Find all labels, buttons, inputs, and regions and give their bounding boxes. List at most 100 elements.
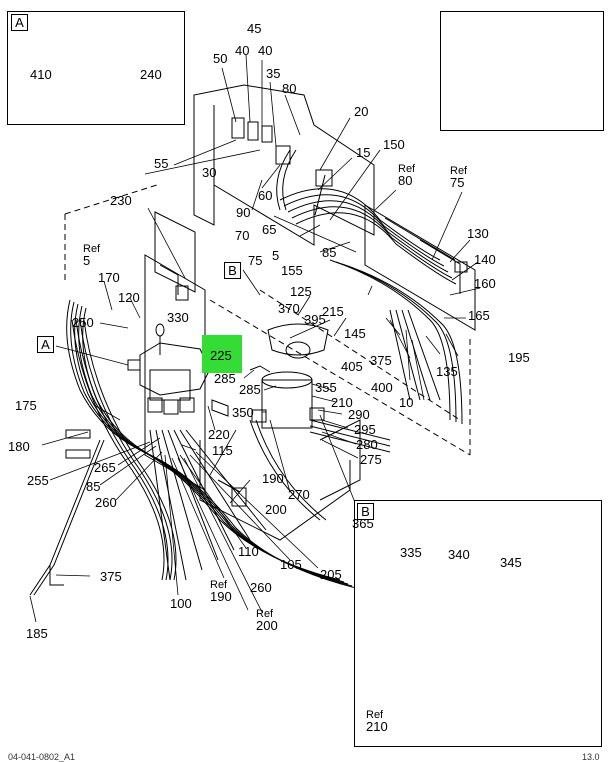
ref-80-num: 80 <box>398 173 413 188</box>
label-240: 240 <box>140 67 162 82</box>
label-295: 295 <box>354 422 376 437</box>
dashed-guides <box>64 183 471 456</box>
label-30: 30 <box>202 165 217 180</box>
relay-valve <box>249 323 329 429</box>
label-70: 70 <box>235 228 250 243</box>
label-345: 345 <box>500 555 522 570</box>
label-40b: 40 <box>258 43 273 58</box>
callout-b: B <box>224 262 241 279</box>
label-365: 365 <box>352 516 374 531</box>
label-145: 145 <box>344 326 366 341</box>
upper-bracket <box>193 84 375 246</box>
label-265: 265 <box>94 460 116 475</box>
label-410: 410 <box>30 67 52 82</box>
label-105: 105 <box>280 557 302 572</box>
ref-190-ref: Ref <box>210 579 228 591</box>
page-number: 13.0 <box>582 752 600 762</box>
label-375a: 375 <box>370 353 392 368</box>
ref-75-label: Ref 75 <box>450 165 467 189</box>
label-400: 400 <box>371 380 393 395</box>
detail-a-inset <box>7 11 185 125</box>
ref-80-ref: Ref <box>398 163 416 175</box>
label-225: 225 <box>210 348 232 363</box>
label-340: 340 <box>448 547 470 562</box>
truck-locator-inset <box>440 11 604 131</box>
label-190: 190 <box>262 471 284 486</box>
label-370: 370 <box>278 301 300 316</box>
label-55: 55 <box>154 156 169 171</box>
label-80: 80 <box>282 81 297 96</box>
label-395: 395 <box>304 312 326 327</box>
label-140: 140 <box>474 252 496 267</box>
label-170: 170 <box>98 270 120 285</box>
inset-b-letter: B <box>357 503 374 520</box>
label-135: 135 <box>436 364 458 379</box>
ref-210-ref: Ref <box>366 709 384 721</box>
ref-75-num: 75 <box>450 175 465 190</box>
label-65: 65 <box>262 222 277 237</box>
label-175: 175 <box>15 398 37 413</box>
label-210: 210 <box>331 395 353 410</box>
label-205: 205 <box>320 567 342 582</box>
ref-200-num: 200 <box>256 618 278 633</box>
label-200: 200 <box>265 502 287 517</box>
ref-210-num: 210 <box>366 719 388 734</box>
label-155: 155 <box>281 263 303 278</box>
detail-b-inset <box>354 500 602 747</box>
label-250: 250 <box>72 315 94 330</box>
label-115: 115 <box>212 443 233 458</box>
label-120: 120 <box>118 290 140 305</box>
ref-190-label: Ref 190 <box>210 579 232 603</box>
ref-200-label: Ref 200 <box>256 608 278 632</box>
callout-a: A <box>37 336 54 353</box>
ref-5-num: 5 <box>83 253 91 268</box>
label-260b: 260 <box>250 580 272 595</box>
highlight-225 <box>202 335 242 373</box>
label-45: 45 <box>247 21 262 36</box>
label-85b: 85 <box>86 479 101 494</box>
label-85: 85 <box>322 245 337 260</box>
ref-190-num: 190 <box>210 589 232 604</box>
label-195: 195 <box>508 350 530 365</box>
frame-rail <box>364 204 476 331</box>
drawing-number: 04-041-0802_A1 <box>8 752 76 762</box>
label-355: 355 <box>315 380 337 395</box>
ref-5-ref: Ref <box>83 243 101 255</box>
label-20: 20 <box>354 104 369 119</box>
lower-bracket <box>199 419 361 541</box>
ref-5-label: Ref 5 <box>83 243 100 267</box>
label-285b: 285 <box>239 382 261 397</box>
ref-80-label: Ref 80 <box>398 163 415 187</box>
label-160: 160 <box>474 276 496 291</box>
inset-a-letter: A <box>11 14 28 31</box>
label-150: 150 <box>383 137 405 152</box>
label-5: 5 <box>272 248 280 263</box>
label-405: 405 <box>341 359 363 374</box>
valve-assembly <box>127 323 229 417</box>
label-230: 230 <box>110 193 132 208</box>
label-350: 350 <box>232 405 254 420</box>
label-375b: 375 <box>100 569 122 584</box>
label-90: 90 <box>236 205 251 220</box>
label-125: 125 <box>290 284 312 299</box>
label-165: 165 <box>468 308 490 323</box>
ref-210-label: Ref 210 <box>366 709 388 733</box>
label-60: 60 <box>258 188 273 203</box>
leader-lines <box>29 54 537 719</box>
label-110: 110 <box>238 544 259 559</box>
label-275: 275 <box>360 452 382 467</box>
label-270: 270 <box>288 487 310 502</box>
label-100: 100 <box>170 596 192 611</box>
label-35: 35 <box>266 66 281 81</box>
ref-75-ref: Ref <box>450 165 468 177</box>
label-290: 290 <box>348 407 370 422</box>
label-330: 330 <box>167 310 189 325</box>
label-335: 335 <box>400 545 422 560</box>
label-220: 220 <box>208 427 230 442</box>
label-40a: 40 <box>235 43 250 58</box>
label-15: 15 <box>356 145 371 160</box>
label-50: 50 <box>213 51 228 66</box>
label-280: 280 <box>356 437 378 452</box>
label-260a: 260 <box>95 495 117 510</box>
